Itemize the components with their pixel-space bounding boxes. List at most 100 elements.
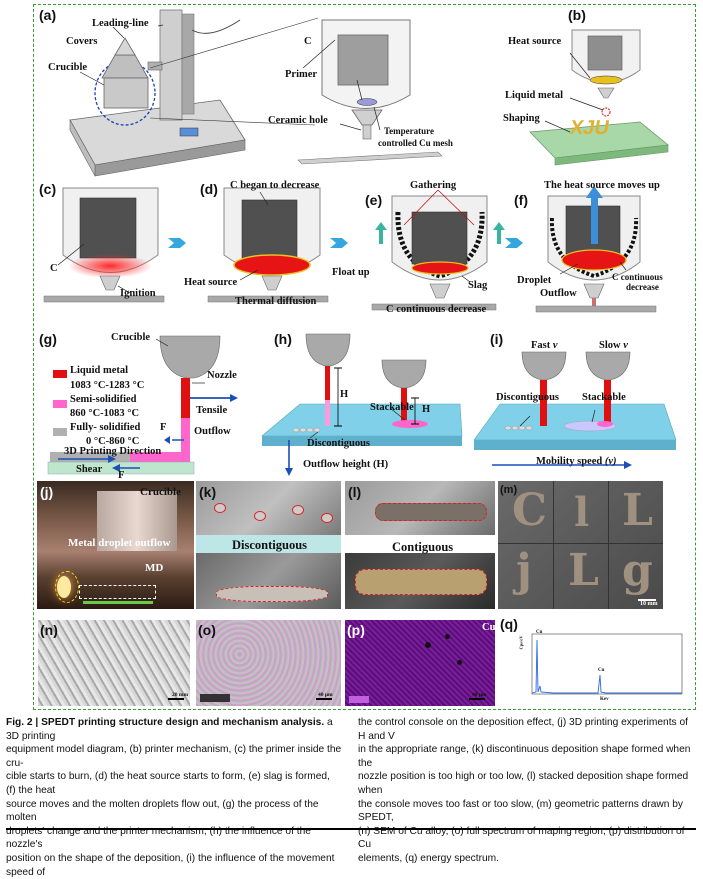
panel-c-tag: (c) [39, 181, 57, 197]
panel-o-map [196, 620, 341, 706]
caption-line: cible starts to burn, (d) the heat sourc… [6, 771, 330, 796]
panel-f-tag: (f) [514, 192, 528, 208]
caption-rule [6, 828, 696, 830]
label-fast: Fast v [531, 340, 558, 351]
k-band [196, 535, 341, 553]
label-crucible-j: Crucible [140, 486, 181, 498]
o-scale-label: 40 μm [318, 692, 333, 698]
label-c-continuous-f1: C continuous [612, 272, 663, 282]
m-grid-line [498, 543, 663, 544]
label-float-up: Float up [332, 267, 370, 278]
panel-j-tag: (j) [40, 484, 54, 500]
caption-line: elements, (q) energy spectrum. [358, 852, 499, 864]
panel-o-tag: (o) [198, 622, 216, 638]
panel-k-photo [196, 481, 341, 609]
panel-b-tag: (b) [568, 7, 586, 23]
p-scale-label: 40 μm [472, 692, 487, 698]
label-semi-solidified: Semi-solidified [70, 394, 137, 405]
label-liquid-range: 1083 °C-1283 °C [70, 380, 145, 391]
label-discontiguous-h: Discontiguous [307, 438, 371, 449]
md-line [83, 601, 153, 604]
label-semi-range: 860 °C-1083 °C [70, 408, 140, 419]
panel-l-photo [345, 481, 495, 609]
label-h1: H [340, 389, 349, 400]
droplet-ring [55, 571, 79, 603]
label-cu-mesh: controlled Cu mesh [378, 138, 453, 148]
q-peak-label: Cu [536, 630, 543, 635]
cdef-drawing [43, 186, 657, 313]
label-shaping: Shaping [503, 113, 540, 124]
label-covers: Covers [66, 36, 98, 47]
panel-a-tag: (a) [39, 7, 57, 23]
p-scale-bar [469, 698, 485, 700]
label-ignition: Ignition [120, 288, 156, 299]
panel-n-tag: (n) [40, 622, 58, 638]
label-slag: Slag [468, 280, 488, 291]
label-contiguous: Contiguous [392, 540, 454, 554]
label-h2: H [422, 404, 431, 415]
l-band [345, 535, 495, 553]
panel-h-tag: (h) [274, 331, 292, 347]
label-outflow-f: Outflow [540, 288, 577, 299]
panel-m-photo: C l L j L g [498, 481, 663, 609]
p-legend [349, 696, 369, 703]
p-dark-spot [425, 642, 431, 648]
figure-frame [33, 4, 696, 710]
m-grid-line [553, 481, 554, 609]
label-crucible-a: Crucible [48, 62, 88, 73]
label-c-a: C [304, 36, 312, 47]
q-xlabel: Kev [600, 697, 609, 702]
label-discontiguous-k: Discontiguous [232, 538, 308, 552]
label-f2: F [118, 470, 125, 481]
p-dark-spot [457, 660, 462, 665]
l-bottom-deposit [355, 569, 487, 595]
l-top-deposit [375, 503, 487, 521]
panel-i-tag: (i) [490, 331, 504, 347]
panel-q-tag: (q) [500, 616, 518, 632]
panel-p-tag: (p) [347, 622, 365, 638]
caption-line: Fig. 2 | SPEDT printing structure design… [6, 717, 333, 742]
label-outflow-height: Outflow height (H) [303, 459, 389, 470]
label-thermal-diffusion: Thermal diffusion [235, 296, 317, 307]
label-slow: Slow v [599, 340, 628, 351]
label-stackable-h: Stackable [370, 402, 414, 413]
panel-l-tag: (l) [348, 484, 362, 500]
label-f1: F [160, 422, 167, 433]
label-ceramic-hole: Ceramic hole [268, 115, 328, 126]
panel-a-drawing [69, 9, 443, 177]
label-direction: 3D Printing Direction [64, 446, 162, 457]
m-glyph: j [516, 545, 532, 596]
panel-n-sem [38, 620, 190, 706]
k-deposit [216, 586, 328, 602]
panel-b-drawing [529, 29, 669, 166]
label-discontiguous-i: Discontiguous [496, 392, 560, 403]
label-c-continuous-f2: decrease [626, 282, 659, 292]
label-heat-source-d: Heat source [184, 277, 238, 288]
label-moves-up: The heat source moves up [544, 180, 660, 191]
o-scale-bar [316, 698, 332, 700]
caption-col2: the control console on the deposition ef… [358, 716, 694, 866]
panel-g-tag: (g) [39, 331, 57, 347]
m-glyph: L [568, 545, 599, 596]
label-metal-droplet-outflow: Metal droplet outflow [68, 537, 171, 549]
label-nozzle: Nozzle [207, 370, 237, 381]
label-fully-solidified: Fully- solidified [70, 422, 141, 433]
label-primer: Primer [285, 69, 318, 80]
panel-q-spectrum [498, 620, 690, 706]
panel-h-drawing [261, 333, 463, 476]
label-liquid-metal-b: Liquid metal [505, 90, 564, 101]
label-droplet: Droplet [517, 275, 552, 286]
m-glyph: g [622, 545, 653, 596]
m-background [498, 481, 663, 609]
p-dark-spot [445, 634, 450, 639]
label-c-continuous-e: C continuous decrease [386, 304, 487, 315]
label-stackable-i: Stackable [582, 392, 626, 403]
p-element-label: Cu [482, 622, 496, 633]
caption-line: the control console on the deposition ef… [358, 717, 688, 742]
panel-e-tag: (e) [365, 192, 383, 208]
panel-p-map [345, 620, 495, 706]
q-ylabel: Cps/eV [518, 635, 524, 650]
label-liquid-metal-g: Liquid metal [70, 365, 129, 376]
panel-m-tag: (m) [500, 484, 518, 496]
k-dot [254, 511, 266, 521]
